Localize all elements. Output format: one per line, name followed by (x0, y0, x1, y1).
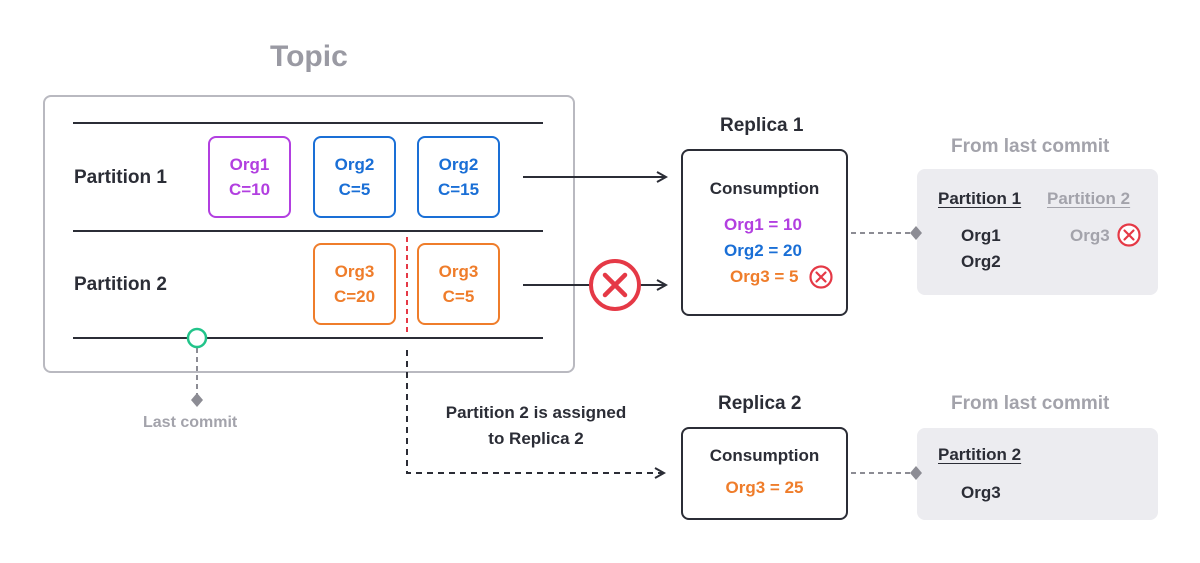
replica-1-value-org1: Org1 = 10 (724, 215, 802, 234)
replica-1-value-org2: Org2 = 20 (724, 241, 802, 260)
message-org2-c15: Org2 C=15 (417, 136, 500, 218)
commit-partition-2-heading: Partition 2 (1047, 189, 1131, 208)
commit-item-org3-failed: Org3 (1070, 226, 1110, 245)
message-org2-c5: Org2 C=5 (313, 136, 396, 218)
replica-2-consumption-label: Consumption (709, 446, 820, 465)
message-org: Org3 (438, 262, 479, 281)
failed-icon (589, 259, 641, 311)
replica-1-value-org3: Org3 = 5 (730, 267, 799, 286)
last-commit-label: Last commit (143, 414, 238, 431)
commit-item-org3: Org3 (961, 483, 1001, 502)
replica-2-title: Replica 2 (718, 393, 802, 414)
message-count: C=20 (333, 287, 376, 306)
message-count: C=5 (442, 287, 475, 306)
message-org3-c20: Org3 C=20 (313, 243, 396, 325)
partition-divider-top (73, 122, 543, 124)
commit-item-org1: Org1 (961, 226, 1001, 245)
replica-2-box: Consumption Org3 = 25 (681, 427, 848, 520)
message-count: C=5 (338, 180, 371, 199)
replica-1-title: Replica 1 (720, 115, 804, 136)
replica-2-value-org3: Org3 = 25 (725, 478, 804, 497)
reassignment-note-line-2: to Replica 2 (488, 429, 584, 448)
message-org: Org2 (438, 155, 479, 174)
replica-1-box: Consumption Org1 = 10 Org2 = 20 Org3 = 5 (681, 149, 848, 316)
partition-divider-middle (73, 230, 543, 232)
topic-title: Topic (270, 40, 348, 73)
circle-marker-icon (186, 327, 208, 349)
partition-divider-bottom (73, 337, 543, 339)
partition-2-label: Partition 2 (74, 274, 167, 295)
replica-1-commit-title: From last commit (951, 136, 1110, 157)
message-org: Org2 (334, 155, 375, 174)
replica-2-commit-title: From last commit (951, 393, 1110, 414)
x-circle-icon (809, 265, 833, 289)
x-circle-icon (1117, 223, 1141, 247)
commit-partition-1-heading: Partition 1 (938, 189, 1022, 208)
last-commit-diamond (191, 393, 203, 407)
reassignment-arrow (406, 350, 664, 473)
replica-2-commit-panel: Partition 2 Org3 (917, 428, 1158, 520)
partition-1-label: Partition 1 (74, 167, 167, 188)
message-count: C=10 (228, 180, 271, 199)
message-org: Org1 (229, 155, 270, 174)
message-org: Org3 (334, 262, 375, 281)
replica-2-commit-diamond (910, 466, 922, 480)
commit-partition-2-heading: Partition 2 (938, 445, 1022, 464)
topic-container (43, 95, 575, 373)
replica-1-commit-diamond (910, 226, 922, 240)
replica-1-consumption-label: Consumption (709, 179, 820, 198)
message-org3-c5: Org3 C=5 (417, 243, 500, 325)
reassignment-note-line-1: Partition 2 is assigned (445, 403, 627, 422)
message-org1-c10: Org1 C=10 (208, 136, 291, 218)
commit-item-org2: Org2 (961, 252, 1001, 271)
message-count: C=15 (437, 180, 480, 199)
reassignment-note: Partition 2 is assigned to Replica 2 (436, 400, 636, 452)
